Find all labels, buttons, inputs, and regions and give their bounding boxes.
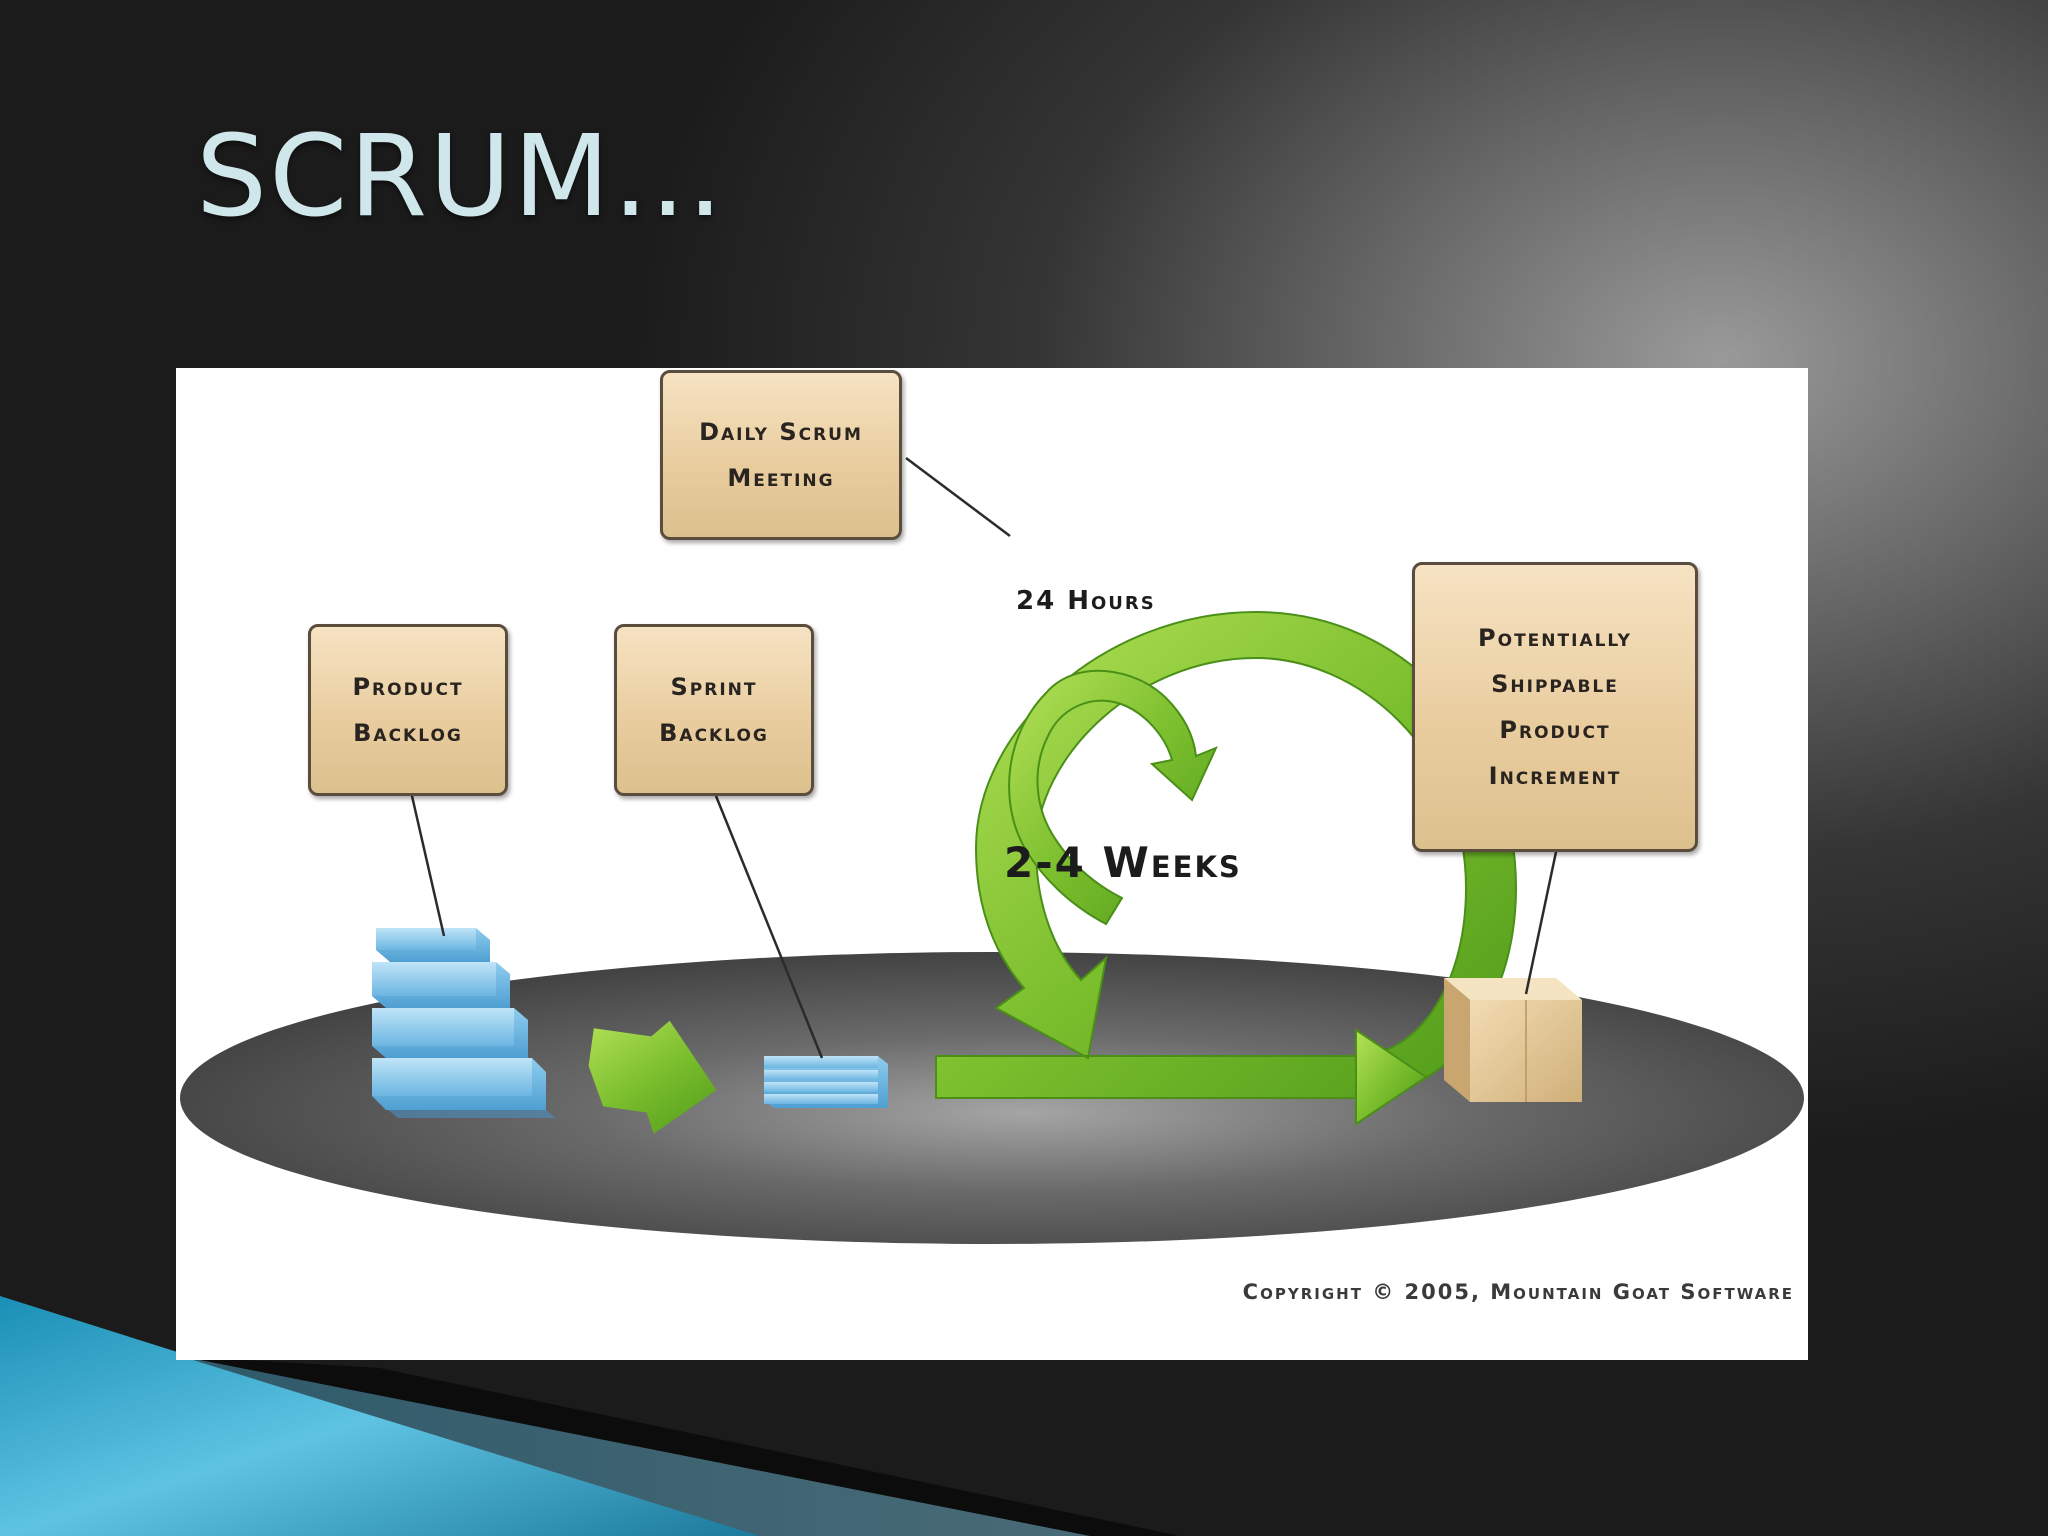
sprint-backlog-label: Sprint Backlog [659,673,769,747]
product-backlog-stack [372,928,556,1118]
sprint-backlog-connector [714,795,824,1059]
potentially-shippable-increment-label: Potentially Shippable Product Increment [1478,624,1632,790]
increment-box [1444,978,1582,1102]
sprint-cycle-label: 2-4 Weeks [1004,838,1242,887]
daily-cycle-label: 24 Hours [1016,586,1156,616]
slide-title: SCRUM… [196,112,726,242]
sprint-backlog-stack [764,1056,888,1108]
sprint-backlog-box: Sprint Backlog [614,624,814,796]
product-backlog-label: Product Backlog [352,673,464,747]
copyright-notice: Copyright © 2005, Mountain Goat Software [1242,1280,1794,1304]
increment-connector [1524,851,1558,995]
transfer-arrow [588,1020,717,1134]
daily-cycle-arrow [1008,669,1218,926]
daily-scrum-connector [905,457,1011,537]
product-backlog-box: Product Backlog [308,624,508,796]
daily-scrum-meeting-box: Daily Scrum Meeting [660,370,902,540]
scrum-diagram: Daily Scrum Meeting Product Backlog Spri… [176,368,1808,1360]
daily-scrum-meeting-label: Daily Scrum Meeting [699,418,863,492]
product-backlog-connector [410,795,446,937]
diagram-graphics [180,457,1804,1244]
sprint-exit-arrowhead [1355,1028,1428,1126]
potentially-shippable-increment-box: Potentially Shippable Product Increment [1412,562,1698,852]
